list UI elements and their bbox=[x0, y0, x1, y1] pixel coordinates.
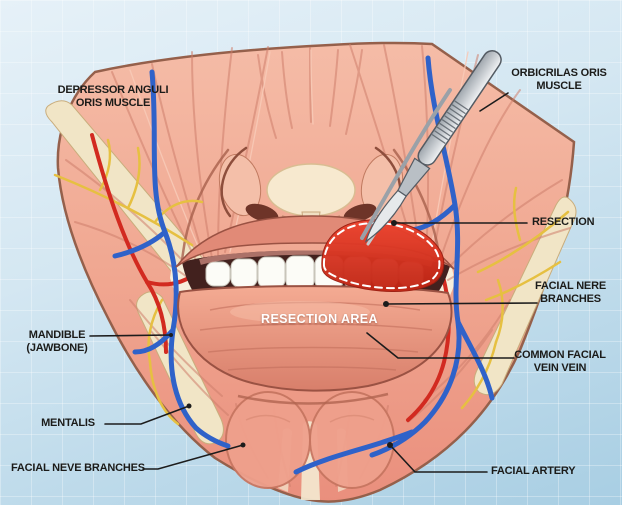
leader-lines bbox=[89, 92, 538, 473]
label-line: FACIAL NERE bbox=[535, 280, 606, 292]
label-line: DEPRESSOR ANGULI bbox=[57, 84, 169, 96]
resection-highlight bbox=[321, 219, 445, 292]
label-depressor-anguli-oris-muscle: DEPRESSOR ANGULI ORIS MUSCLE bbox=[38, 84, 188, 110]
label-line: ORIS MUSCLE bbox=[75, 96, 151, 109]
label-common-facial-vein: COMMON FACIAL VEIN VEIN bbox=[510, 349, 610, 375]
label-line: VEIN VEIN bbox=[533, 361, 587, 374]
muscle-highlights bbox=[129, 49, 469, 266]
lower-lip bbox=[177, 285, 453, 392]
resection-dashed-outline bbox=[322, 222, 441, 290]
label-facial-neve-branches: FACIAL NEVE BRANCHES bbox=[11, 462, 145, 474]
label-mentalis: MENTALIS bbox=[41, 417, 95, 429]
label-line: ORBICRILAS ORIS bbox=[511, 67, 607, 79]
label-line: MANDIBLE bbox=[28, 329, 86, 341]
mentalis-muscles bbox=[225, 391, 395, 489]
label-orbicrilas-oris-muscle: ORBICRILAS ORIS MUSCLE bbox=[503, 67, 615, 93]
label-resection: RESECTION bbox=[532, 216, 595, 228]
label-facial-nere-branches: FACIAL NERE BRANCHES bbox=[523, 280, 618, 306]
label-line: (JAWBONE) bbox=[26, 341, 88, 354]
mentolabial-crease bbox=[237, 392, 389, 405]
label-line: BRANCHES bbox=[540, 292, 601, 305]
scalpel-blade bbox=[364, 189, 407, 243]
label-line: COMMON FACIAL bbox=[514, 349, 606, 361]
label-line: MUSCLE bbox=[536, 79, 582, 92]
scalpel bbox=[364, 50, 502, 243]
label-mandible-jawbone: MANDIBLE (JAWBONE) bbox=[14, 329, 100, 355]
label-resection-area: RESECTION AREA bbox=[261, 312, 378, 326]
label-facial-artery: FACIAL ARTERY bbox=[491, 465, 576, 477]
